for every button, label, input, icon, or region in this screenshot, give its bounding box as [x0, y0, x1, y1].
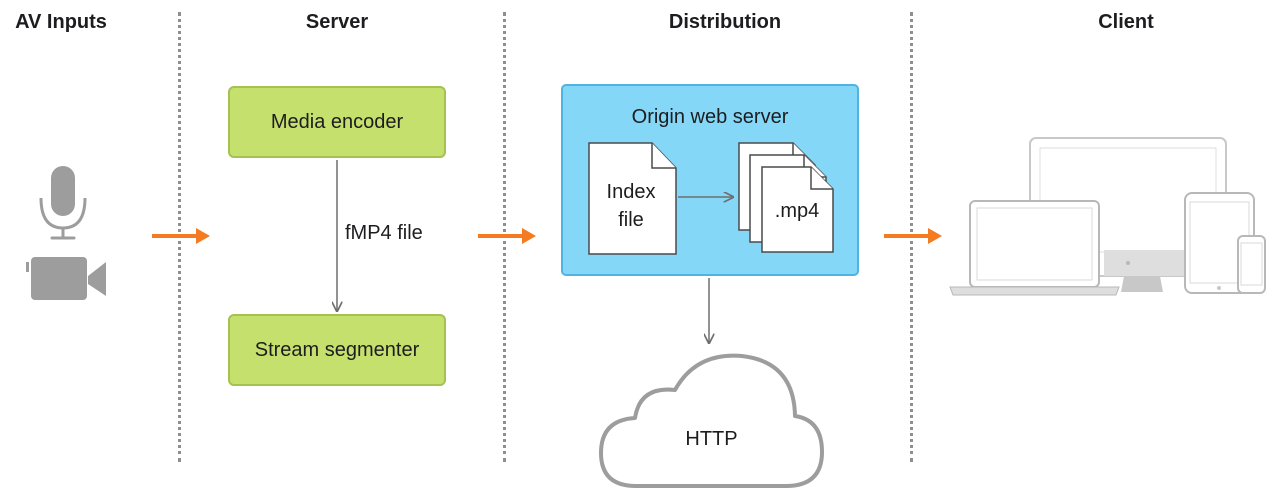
microphone-icon — [39, 166, 87, 240]
flow-arrow-2 — [478, 228, 536, 244]
flow-arrow-3 — [884, 228, 942, 244]
phone-icon — [1237, 235, 1266, 294]
index-file-label-line2: file — [618, 209, 644, 231]
mp4-segments-document-icon — [738, 142, 834, 253]
fmp4-file-label: fMP4 file — [345, 222, 423, 244]
stream-segmenter-label: Stream segmenter — [254, 338, 420, 361]
media-encoder-label: Media encoder — [270, 110, 404, 133]
column-title-client: Client — [1098, 11, 1154, 33]
origin-web-server-title: Origin web server — [631, 106, 789, 128]
video-camera-icon — [26, 257, 106, 300]
http-label: HTTP — [685, 428, 738, 450]
laptop-icon — [949, 200, 1120, 296]
column-title-av-inputs: AV Inputs — [15, 11, 107, 33]
flow-arrow-1 — [152, 228, 210, 244]
cloud-icon — [599, 353, 824, 488]
mp4-label: .mp4 — [774, 200, 820, 222]
index-file-label: Index file — [589, 178, 673, 234]
column-title-server: Server — [305, 11, 369, 33]
index-file-label-line1: Index — [606, 181, 656, 203]
stream-segmenter-box: Stream segmenter — [228, 314, 446, 386]
media-encoder-box: Media encoder — [228, 86, 446, 158]
column-title-distribution: Distribution — [668, 11, 782, 33]
index-file-document-icon — [588, 142, 677, 255]
